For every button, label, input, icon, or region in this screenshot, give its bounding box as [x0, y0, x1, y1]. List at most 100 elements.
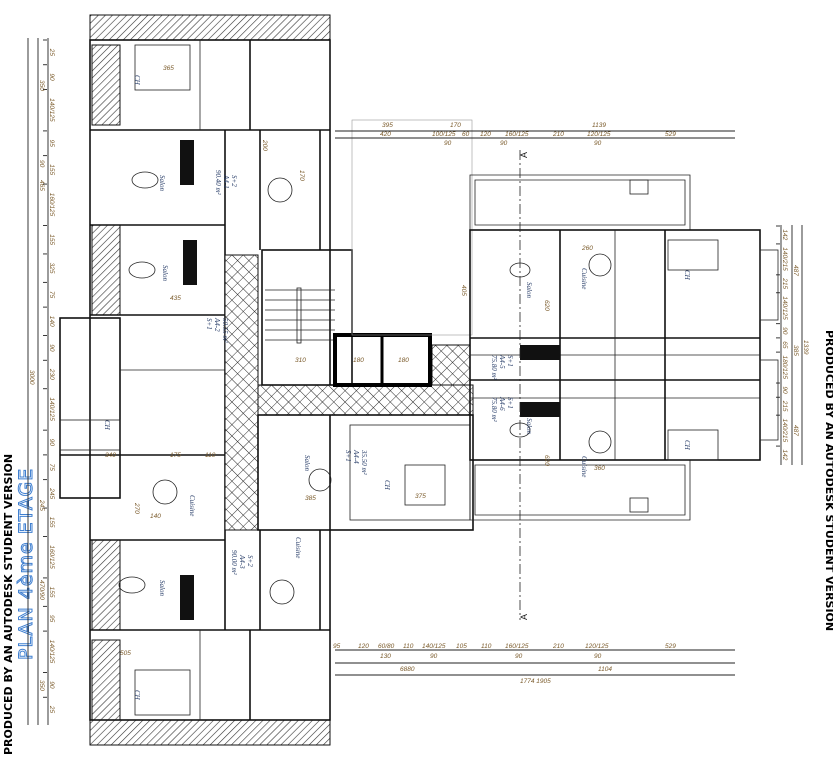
dim-label: 180: [398, 357, 409, 364]
dim-label: 110: [205, 452, 216, 459]
dimensions-right: 142140/215215140/1259065180/12590215140/…: [776, 225, 809, 465]
dim-label: 6880: [400, 666, 415, 673]
apt-area: 90.40 m²: [214, 170, 222, 196]
dim-label: 385: [792, 345, 799, 356]
dim-label: 140/125: [48, 640, 55, 664]
dim-label: 25: [48, 705, 55, 714]
dim-label: 325: [48, 263, 55, 274]
dim-label: 75: [48, 291, 55, 299]
dim-label: 140/125: [422, 643, 446, 650]
room-label: CH: [683, 440, 691, 451]
dim-label: 160/125: [48, 193, 55, 217]
apt-area: 90.00 m²: [230, 550, 238, 576]
apt-type: S+1: [506, 355, 514, 367]
room-label: CH: [383, 480, 391, 491]
dim-label: 142: [781, 450, 788, 461]
dim-label: 95: [48, 140, 55, 148]
room-label: Salon: [161, 265, 169, 281]
dim-label: 385: [305, 495, 316, 502]
dim-label: 90: [444, 140, 452, 147]
dim-label: 340: [105, 452, 116, 459]
dim-label: 155: [48, 587, 55, 598]
apt-id: A4-5: [498, 354, 506, 369]
right-inner-chain: 142140/215215140/1259065180/12590215140/…: [776, 225, 788, 461]
plan-title: PLAN 4ème ETAGE: [15, 468, 37, 660]
dim-label: 140/125: [48, 98, 55, 122]
dim-label: 90: [48, 681, 55, 689]
apt-type: S+2: [246, 555, 254, 567]
dim-label: 90: [515, 653, 523, 660]
apt-type: S+1: [205, 318, 213, 330]
room-label: CH: [133, 75, 141, 86]
room-label: Salon: [525, 418, 533, 434]
dim-label: 350: [38, 680, 45, 691]
apt-id: A4-6: [498, 396, 506, 411]
dim-label: 215: [781, 400, 788, 412]
dim-label: 620: [543, 455, 550, 466]
dim-label: 140/125: [48, 397, 55, 421]
apt-id: A4-3: [238, 554, 246, 569]
dim-label: 110: [403, 643, 414, 650]
dim-label: 435: [170, 295, 181, 302]
dim-label: 155: [48, 234, 55, 245]
dim-label: 140/215: [781, 247, 788, 271]
dim-label: 245: [38, 499, 45, 511]
dim-label: 529: [665, 643, 676, 650]
dim-label: 160/125: [505, 643, 529, 650]
dim-label: 260: [581, 245, 593, 252]
stairs: [265, 287, 335, 344]
dim-label: 140/215: [781, 419, 788, 443]
room-label: Salon: [303, 455, 311, 471]
dim-label: 160/125: [48, 545, 55, 569]
dim-label: 375: [415, 493, 426, 500]
dim-label: 25: [48, 48, 55, 57]
dim-label: 95: [333, 643, 341, 650]
dim-label: 487: [792, 425, 799, 436]
watermark-right: PRODUCED BY AN AUTODESK STUDENT VERSION: [823, 330, 833, 631]
apt-id: A4-1: [222, 174, 230, 189]
dim-label: 120/125: [587, 131, 611, 138]
apt-area: 50.55 m²: [221, 318, 229, 344]
dim-label: 120: [358, 643, 369, 650]
room-label: CH: [133, 690, 141, 701]
dim-label: 90: [38, 160, 45, 168]
dim-label: 620: [543, 300, 550, 311]
dim-label: 360: [594, 465, 605, 472]
dim-label: 395: [382, 122, 393, 129]
dim-label: 487: [792, 265, 799, 276]
room-label: CH: [683, 270, 691, 281]
dim-label: 200: [261, 139, 268, 151]
dim-label: 90: [48, 73, 55, 81]
dim-label: 110: [481, 643, 492, 650]
dim-label: 180/125: [781, 356, 788, 380]
room-labels: Salon Salon Salon Salon Salon Salon Cuis…: [103, 75, 691, 701]
dim-label: 90: [48, 439, 55, 447]
dim-label: 350: [38, 80, 45, 91]
dim-label: 90: [430, 653, 438, 660]
dim-label: 3000: [28, 370, 35, 385]
apt-area: 35.50 m²: [360, 449, 368, 476]
dim-label: 420: [380, 131, 391, 138]
left-inner-chain: 25 90 140/125 95 155 160/125 155 325 75 140 90 230 1…: [43, 39, 55, 714]
dimensions-left: 25 90 140/125 95 155 160/125 155 325 75 140 90 230 1…: [27, 38, 55, 725]
dim-label: 1774 1905: [520, 678, 551, 685]
dim-label: 90: [781, 386, 788, 394]
dim-label: 155: [48, 517, 55, 528]
left-wing: [59, 14, 331, 746]
dim-label: 140: [48, 316, 55, 327]
dim-label: 245: [48, 487, 55, 499]
dim-label: 60/80: [378, 643, 395, 650]
dim-label: 170: [298, 170, 305, 181]
dim-label: 1104: [598, 666, 612, 673]
dim-label: 1139: [592, 122, 606, 129]
section-marker-top: A: [519, 152, 529, 158]
dim-label: 505: [120, 650, 131, 657]
dim-label: 160/125: [505, 131, 529, 138]
dim-label: 270: [133, 502, 140, 514]
dim-label: 100/125: [432, 131, 456, 138]
dim-label: 310: [295, 357, 306, 364]
dim-label: 230: [48, 368, 55, 380]
core: [224, 119, 474, 531]
dim-label: 529: [665, 131, 676, 138]
